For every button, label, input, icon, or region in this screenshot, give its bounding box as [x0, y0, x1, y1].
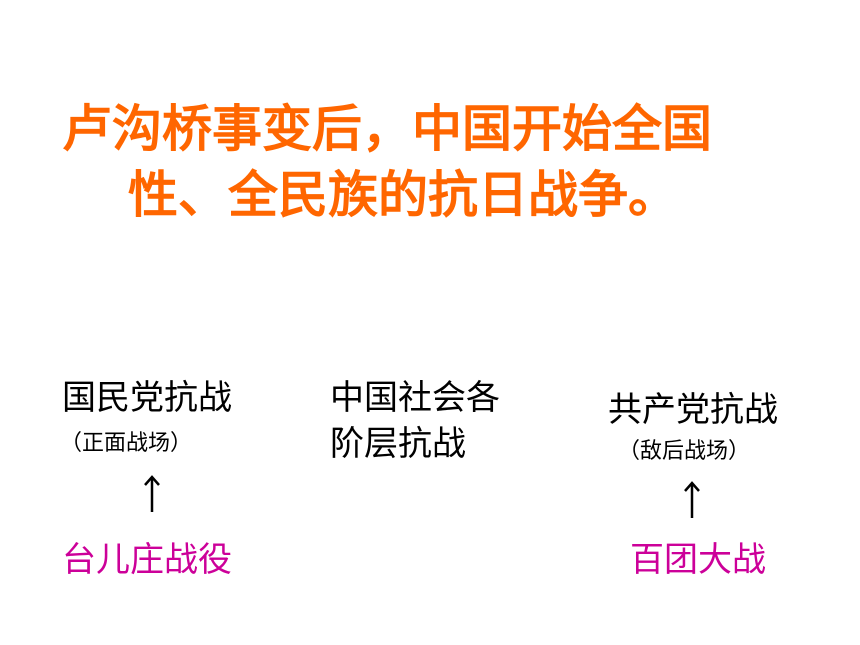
all-classes-line-2: 阶层抗战 [330, 424, 466, 464]
ccp-rear-subtitle: （敌后战场） [618, 439, 751, 464]
hundred-regiments-battle: 百团大战 [630, 540, 766, 580]
title-line-1: 卢沟桥事变后，中国开始全国 [62, 100, 712, 158]
all-classes-line-1: 中国社会各 [330, 378, 500, 418]
up-arrow-icon [684, 481, 700, 518]
taierzhuang-battle: 台儿庄战役 [62, 540, 232, 580]
kmt-front-subtitle: （正面战场） [60, 431, 193, 456]
ccp-resistance-title: 共产党抗战 [608, 390, 778, 430]
up-arrow-icon [144, 475, 160, 512]
kmt-resistance-title: 国民党抗战 [62, 378, 232, 418]
title-line-2: 性、全民族的抗日战争。 [128, 166, 678, 224]
